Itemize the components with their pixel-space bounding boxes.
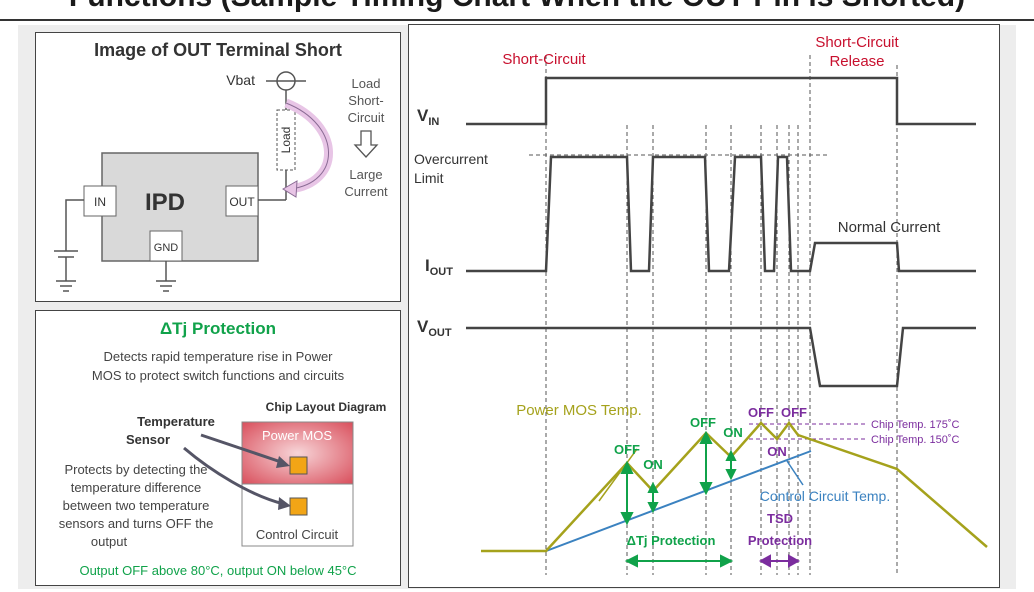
power-mos-temp-curve	[481, 420, 988, 553]
short-circuit-arc-outline	[285, 102, 329, 190]
protects-line-2: temperature difference	[71, 480, 202, 495]
tsd-label-2: Protection	[748, 533, 812, 548]
dtj-protection-label: ΔTj Protection	[627, 533, 716, 548]
protects-line-3: between two temperature	[63, 498, 210, 513]
threshold-note: Output OFF above 80°C, output ON below 4…	[79, 563, 356, 578]
overcurrent-line-2: Limit	[414, 170, 444, 186]
dtj-desc-line-2: MOS to protect switch functions and circ…	[92, 368, 345, 383]
dtj-protection-figure: ΔTj Protection Detects rapid temperature…	[59, 319, 387, 578]
ipd-label: IPD	[145, 189, 185, 216]
timing-chart: Short-Circuit Short-Circuit Release VIN …	[414, 34, 988, 575]
off-label-4: OFF	[781, 405, 807, 420]
pin-gnd-label: GND	[154, 242, 179, 254]
on-label-1: ON	[643, 457, 663, 472]
control-circuit-label: Control Circuit	[256, 527, 339, 542]
large-current-line-1: Large	[349, 167, 382, 182]
dtj-arrows	[620, 430, 737, 526]
short-circuit-panel: Image of OUT Terminal Short Vbat Load Lo…	[35, 32, 401, 302]
load-short-line-2: Short-	[348, 93, 383, 108]
control-temp-sensor	[289, 497, 308, 516]
chip-layout-label: Chip Layout Diagram	[266, 400, 387, 414]
short-arrow-head	[282, 180, 298, 198]
ground-icon	[156, 280, 176, 292]
pin-out	[225, 185, 259, 217]
pin-in	[83, 185, 117, 217]
sensor-arrow-2	[183, 446, 285, 506]
timing-chart-panel: Short-Circuit Short-Circuit Release VIN …	[408, 24, 1000, 588]
vout-label: VOUT	[417, 317, 452, 339]
temp-sensor-line-1: Temperature	[137, 414, 215, 429]
vbat-label: Vbat	[226, 72, 255, 88]
normal-current-label: Normal Current	[838, 219, 941, 236]
large-current-line-2: Current	[344, 184, 388, 199]
title-divider	[0, 19, 1034, 21]
load-short-line-3: Circuit	[348, 110, 385, 125]
release-label-line-1: Short-Circuit	[815, 34, 899, 51]
off-label-1: OFF	[614, 442, 640, 457]
overcurrent-line-1: Overcurrent	[414, 151, 488, 167]
short-panel-title: Image of OUT Terminal Short	[94, 40, 342, 60]
iout-waveform	[466, 155, 976, 273]
pin-gnd	[149, 230, 183, 262]
power-mos-temp-label: Power MOS Temp.	[516, 402, 642, 419]
arrow-head-icon	[276, 456, 290, 468]
control-temp-callout	[786, 460, 804, 486]
in-wire	[65, 199, 84, 251]
on-label-2: ON	[723, 425, 743, 440]
pin-in-label: IN	[94, 195, 106, 209]
dtj-panel-title: ΔTj Protection	[160, 319, 276, 338]
protects-line-1: Protects by detecting the	[64, 462, 207, 477]
protects-line-5: output	[91, 534, 128, 549]
off-label-2: OFF	[690, 415, 716, 430]
short-circuit-label: Short-Circuit	[502, 51, 586, 68]
protects-line-4: sensors and turns OFF the	[59, 516, 214, 531]
page-title: Functions (Sample Timing Chart When the …	[0, 0, 1034, 20]
chip-175-label: Chip Temp. 175˚C	[871, 419, 960, 431]
dtj-protection-panel: ΔTj Protection Detects rapid temperature…	[35, 310, 401, 586]
short-circuit-schematic: Image of OUT Terminal Short Vbat Load Lo…	[54, 40, 388, 292]
arrow-head-icon	[278, 497, 291, 510]
vin-label: VIN	[417, 106, 439, 128]
vout-waveform	[466, 326, 976, 388]
on-label-3: ON	[767, 444, 787, 459]
power-mos-label: Power MOS	[262, 428, 332, 443]
tsd-range-arrow	[758, 554, 801, 568]
temp-sensor-line-2: Sensor	[126, 432, 170, 447]
ground-icon	[56, 280, 76, 292]
vin-waveform	[466, 76, 976, 126]
mos-temp-sensor	[289, 456, 308, 475]
chip-150-label: Chip Temp. 150˚C	[871, 434, 960, 446]
load-box-label: Load	[279, 127, 293, 154]
down-arrow-icon	[353, 130, 379, 158]
off-label-3: OFF	[748, 405, 774, 420]
dtj-desc-line-1: Detects rapid temperature rise in Power	[103, 349, 333, 364]
pin-out-label: OUT	[229, 195, 255, 209]
dtj-range-arrow	[624, 554, 734, 568]
power-mos-callout	[598, 448, 638, 502]
control-temp-label: Control Circuit Temp.	[760, 488, 890, 504]
iout-label: IOUT	[425, 256, 453, 278]
release-label-line-2: Release	[829, 53, 884, 70]
tsd-label-1: TSD	[767, 511, 793, 526]
sensor-arrow-1	[200, 433, 285, 465]
load-short-line-1: Load	[352, 76, 381, 91]
